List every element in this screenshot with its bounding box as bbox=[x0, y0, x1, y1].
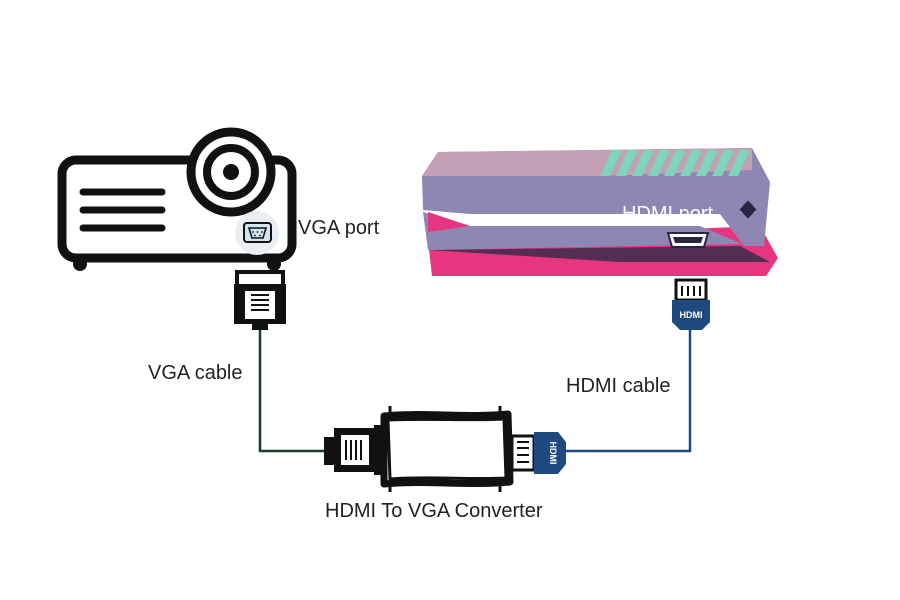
vga-cable-label: VGA cable bbox=[148, 362, 243, 384]
hdmi-plug-label: HDMI bbox=[680, 310, 703, 320]
hdmi-port-icon bbox=[666, 232, 710, 248]
console-vents bbox=[600, 150, 750, 176]
hdmi-cable-line bbox=[566, 330, 692, 453]
projector-icon bbox=[57, 127, 297, 271]
vga-connector-icon bbox=[234, 270, 286, 330]
game-console-icon bbox=[422, 148, 778, 276]
converter-hdmi-plug-label: HDMI bbox=[548, 442, 558, 465]
console-logo-icon bbox=[739, 200, 757, 219]
vga-cable-line bbox=[258, 330, 330, 453]
hdmi-cable-label: HDMI cable bbox=[566, 375, 671, 397]
vga-port-label: VGA port bbox=[298, 217, 380, 239]
converter-box-icon: HDMI bbox=[324, 406, 566, 492]
vga-port-icon bbox=[235, 211, 279, 255]
converter-label: HDMI To VGA Converter bbox=[325, 500, 543, 522]
hdmi-connector-icon: HDMI bbox=[672, 278, 710, 330]
hdmi-port-label: HDMI port bbox=[622, 203, 714, 225]
